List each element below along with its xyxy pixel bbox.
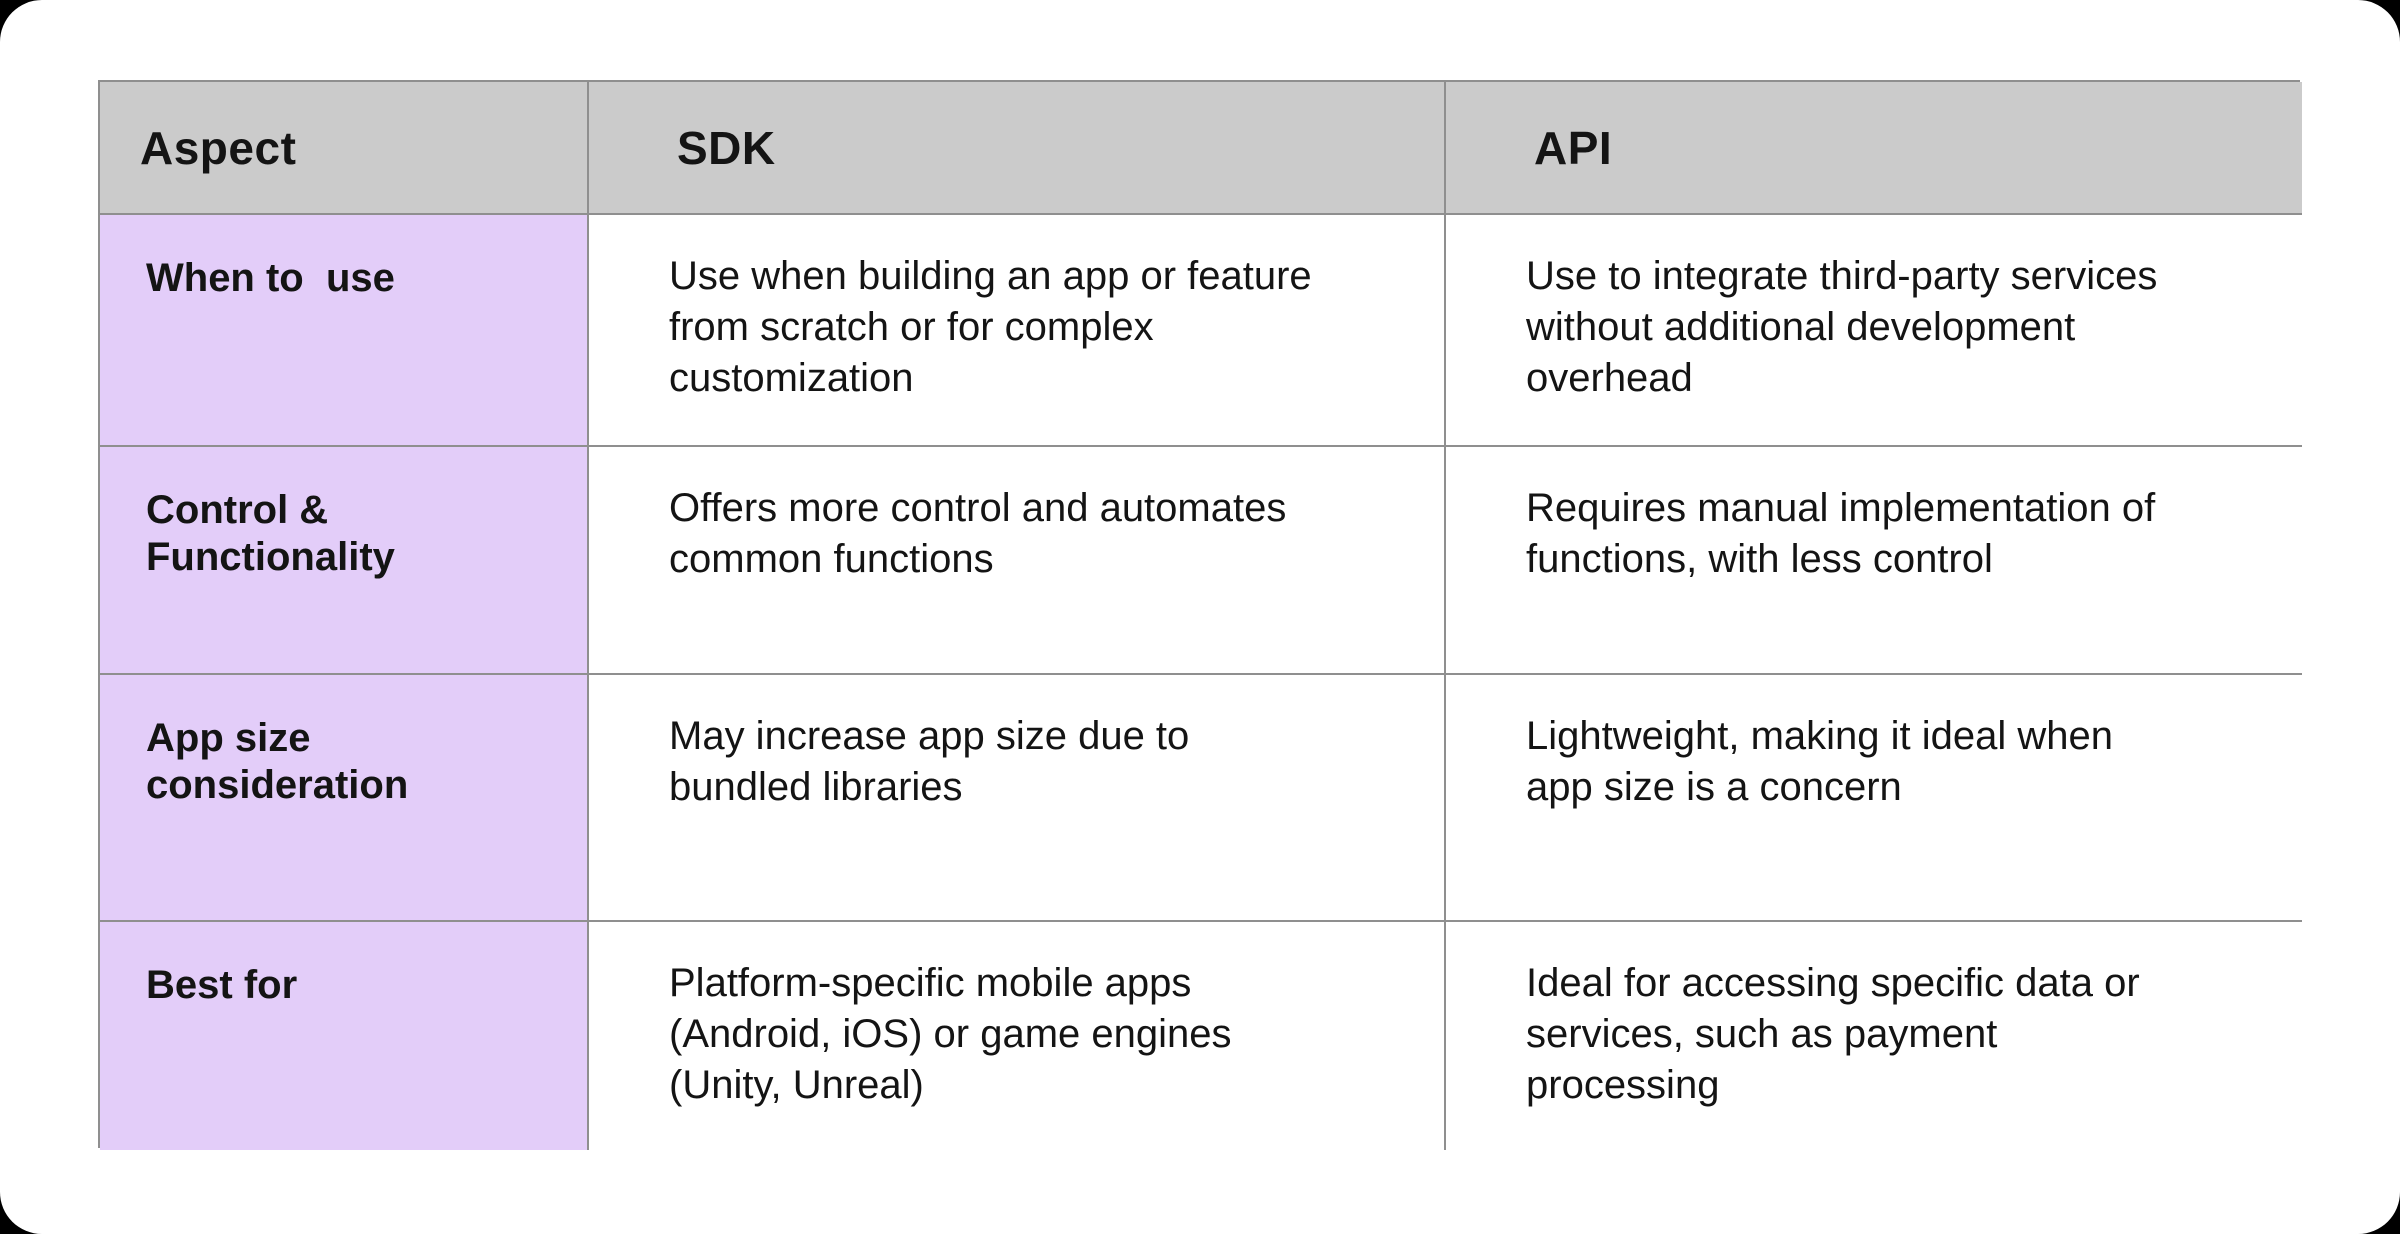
cell-control-functionality-api: Requires manual implementation of functi… (1446, 447, 2302, 675)
column-header-sdk: SDK (589, 82, 1446, 215)
row-label-when-to-use: When to use (100, 215, 589, 447)
cell-when-to-use-api: Use to integrate third-party services wi… (1446, 215, 2302, 447)
column-header-api: API (1446, 82, 2302, 215)
cell-control-functionality-sdk: Offers more control and automates common… (589, 447, 1446, 675)
column-header-aspect: Aspect (100, 82, 589, 215)
cell-app-size-api: Lightweight, making it ideal when app si… (1446, 675, 2302, 922)
cell-best-for-api: Ideal for accessing specific data or ser… (1446, 922, 2302, 1150)
column-header-aspect-label: Aspect (140, 121, 297, 174)
row-label-control-functionality: Control & Functionality (100, 447, 589, 675)
cell-best-for-sdk: Platform-specific mobile apps (Android, … (589, 922, 1446, 1150)
cell-app-size-sdk: May increase app size due to bundled lib… (589, 675, 1446, 922)
cell-when-to-use-sdk: Use when building an app or feature from… (589, 215, 1446, 447)
row-label-app-size-consideration: App size consideration (100, 675, 589, 922)
column-header-sdk-label: SDK (677, 121, 776, 174)
column-header-api-label: API (1534, 121, 1613, 174)
row-label-best-for: Best for (100, 922, 589, 1150)
sdk-vs-api-comparison-table: Aspect SDK API When to use Use when buil… (98, 80, 2302, 1150)
